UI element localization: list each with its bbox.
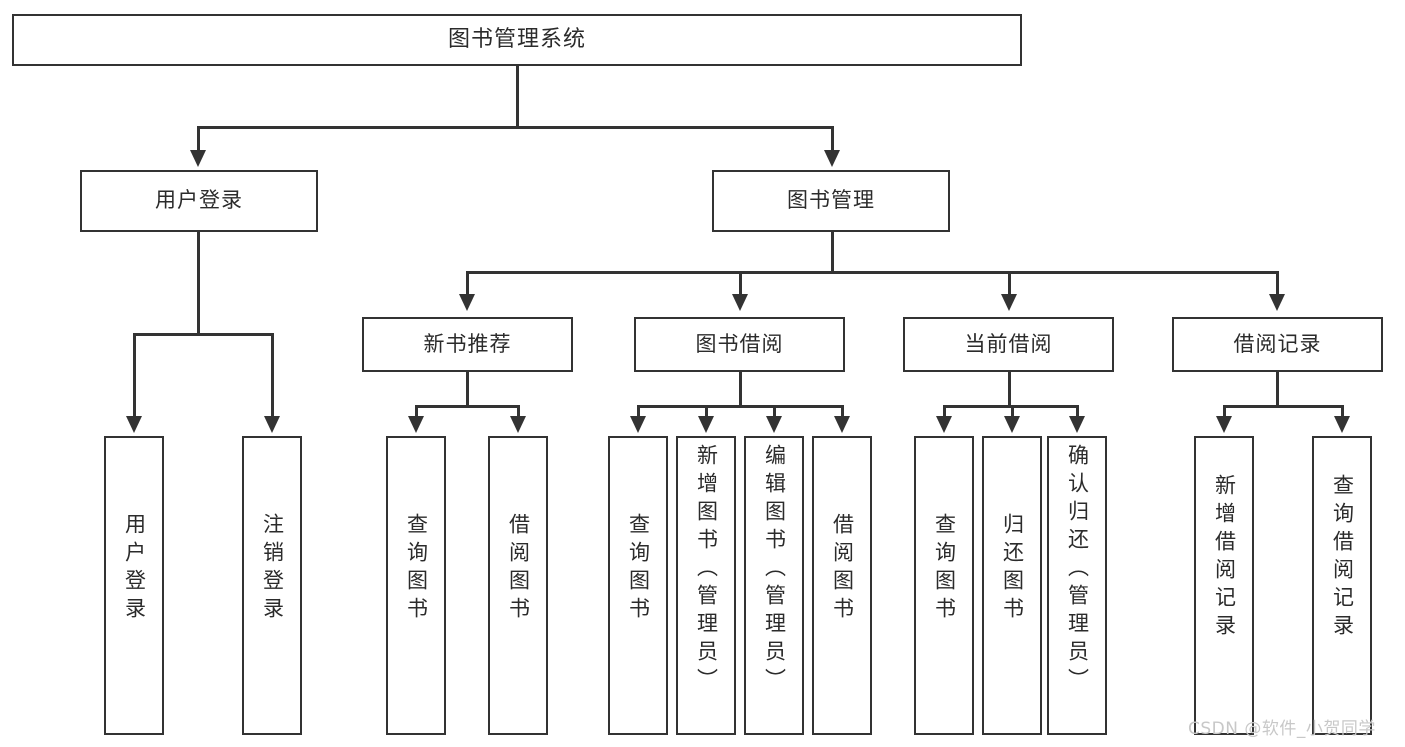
leaf-confirm-return-label: 确认归还（管理员） <box>1065 444 1090 696</box>
arrowhead-current-borrow <box>1001 294 1017 311</box>
leaf-confirm-return[interactable]: 确认归还（管理员） <box>1047 436 1107 735</box>
leaf-query-record[interactable]: 查询借阅记录 <box>1312 436 1372 735</box>
leaf-query-book-3[interactable]: 查询图书 <box>914 436 974 735</box>
leaf-borrow-book-1-label: 借阅图书 <box>506 513 531 625</box>
leaf-borrow-book-2[interactable]: 借阅图书 <box>812 436 872 735</box>
connector-root-to-user-login <box>197 126 200 152</box>
connector-user-login-bar <box>133 333 273 336</box>
node-new-book-recommend-label: 新书推荐 <box>423 331 512 356</box>
connector-bm-drop-book-borrow <box>739 271 742 296</box>
connector-cb-stem <box>1008 372 1011 408</box>
csdn-watermark: CSDN @软件_小贺同学 <box>1188 719 1376 739</box>
leaf-query-book-2-label: 查询图书 <box>626 513 651 625</box>
leaf-query-book-3-label: 查询图书 <box>932 513 957 625</box>
connector-cb-drop-2 <box>1011 405 1014 418</box>
connector-nbr-bar <box>415 405 519 408</box>
arrowhead-leaf-add-book <box>698 416 714 433</box>
leaf-query-book-2[interactable]: 查询图书 <box>608 436 668 735</box>
node-book-borrow-label: 图书借阅 <box>695 331 784 356</box>
connector-bm-drop-borrow-record <box>1276 271 1279 296</box>
arrowhead-leaf-user-login <box>126 416 142 433</box>
connector-book-management-stem <box>831 232 834 273</box>
leaf-borrow-book-2-label: 借阅图书 <box>830 513 855 625</box>
arrowhead-leaf-borrow-book-1 <box>510 416 526 433</box>
arrowhead-leaf-edit-book <box>766 416 782 433</box>
leaf-add-book-label: 新增图书（管理员） <box>694 444 719 696</box>
connector-br-drop-2 <box>1341 405 1344 418</box>
arrowhead-leaf-add-record <box>1216 416 1232 433</box>
arrowhead-leaf-query-book-3 <box>936 416 952 433</box>
node-current-borrow-label: 当前借阅 <box>964 331 1053 356</box>
leaf-query-book-1-label: 查询图书 <box>404 513 429 625</box>
connector-bb-bar <box>637 405 843 408</box>
leaf-user-logout-label: 注销登录 <box>260 513 285 625</box>
leaf-user-login-label: 用户登录 <box>122 513 147 625</box>
connector-nbr-drop-2 <box>517 405 520 418</box>
connector-nbr-drop-1 <box>415 405 418 418</box>
connector-bb-drop-1 <box>637 405 640 418</box>
connector-cb-drop-1 <box>943 405 946 418</box>
connector-user-login-drop-1 <box>133 333 136 418</box>
connector-root-bar <box>197 126 833 129</box>
connector-bm-drop-current-borrow <box>1008 271 1011 296</box>
leaf-user-login[interactable]: 用户登录 <box>104 436 164 735</box>
node-current-borrow[interactable]: 当前借阅 <box>903 317 1114 372</box>
connector-nbr-stem <box>466 372 469 408</box>
arrowhead-new-book-recommend <box>459 294 475 311</box>
node-book-management[interactable]: 图书管理 <box>712 170 950 232</box>
arrowhead-leaf-query-book-1 <box>408 416 424 433</box>
arrowhead-leaf-user-logout <box>264 416 280 433</box>
leaf-query-record-label: 查询借阅记录 <box>1330 474 1355 642</box>
leaf-edit-book[interactable]: 编辑图书（管理员） <box>744 436 804 735</box>
node-user-login-label: 用户登录 <box>155 188 243 213</box>
connector-br-stem <box>1276 372 1279 408</box>
leaf-query-book-1[interactable]: 查询图书 <box>386 436 446 735</box>
arrowhead-root-to-user-login <box>190 150 206 167</box>
arrowhead-leaf-query-book-2 <box>630 416 646 433</box>
arrowhead-root-to-book-management <box>824 150 840 167</box>
node-new-book-recommend[interactable]: 新书推荐 <box>362 317 573 372</box>
leaf-add-book[interactable]: 新增图书（管理员） <box>676 436 736 735</box>
leaf-add-record-label: 新增借阅记录 <box>1212 474 1237 642</box>
connector-book-management-bar <box>466 271 1278 274</box>
node-book-management-label: 图书管理 <box>787 188 875 213</box>
connector-bb-stem <box>739 372 742 408</box>
leaf-edit-book-label: 编辑图书（管理员） <box>762 444 787 696</box>
connector-cb-drop-3 <box>1076 405 1079 418</box>
connector-br-drop-1 <box>1223 405 1226 418</box>
connector-bb-drop-2 <box>705 405 708 418</box>
node-root-label: 图书管理系统 <box>447 26 586 52</box>
arrowhead-book-borrow <box>732 294 748 311</box>
connector-user-login-stem <box>197 232 200 335</box>
leaf-borrow-book-1[interactable]: 借阅图书 <box>488 436 548 735</box>
leaf-return-book[interactable]: 归还图书 <box>982 436 1042 735</box>
arrowhead-leaf-confirm-return <box>1069 416 1085 433</box>
connector-bb-drop-4 <box>841 405 844 418</box>
connector-cb-bar <box>943 405 1077 408</box>
connector-user-login-drop-2 <box>271 333 274 418</box>
arrowhead-leaf-borrow-book-2 <box>834 416 850 433</box>
leaf-return-book-label: 归还图书 <box>1000 513 1025 625</box>
connector-br-bar <box>1223 405 1343 408</box>
connector-root-to-book-management <box>831 126 834 152</box>
node-borrow-record[interactable]: 借阅记录 <box>1172 317 1383 372</box>
node-user-login[interactable]: 用户登录 <box>80 170 318 232</box>
connector-bb-drop-3 <box>773 405 776 418</box>
node-borrow-record-label: 借阅记录 <box>1233 331 1322 356</box>
arrowhead-leaf-return-book <box>1004 416 1020 433</box>
connector-root-stem <box>516 66 519 128</box>
leaf-add-record[interactable]: 新增借阅记录 <box>1194 436 1254 735</box>
connector-bm-drop-new-book-recommend <box>466 271 469 296</box>
arrowhead-borrow-record <box>1269 294 1285 311</box>
leaf-user-logout[interactable]: 注销登录 <box>242 436 302 735</box>
node-root[interactable]: 图书管理系统 <box>12 14 1022 66</box>
node-book-borrow[interactable]: 图书借阅 <box>634 317 845 372</box>
arrowhead-leaf-query-record <box>1334 416 1350 433</box>
